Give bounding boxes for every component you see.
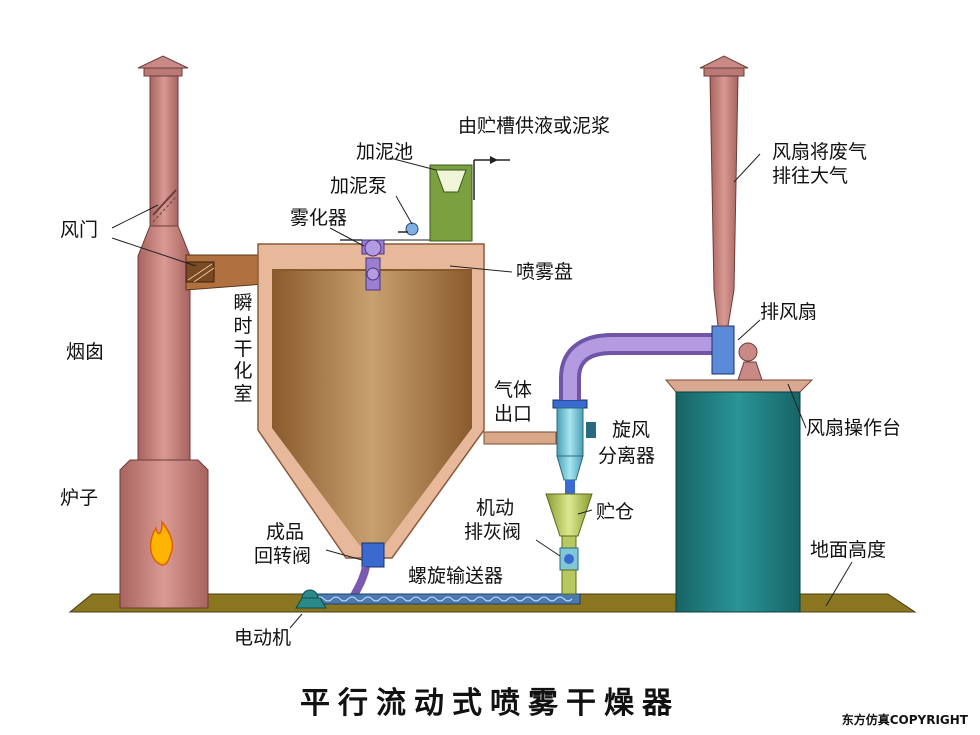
ash-valve-label-1: 机动 [476, 497, 515, 519]
mud-pump [384, 222, 430, 241]
fan-exhaust-label-2: 排往大气 [772, 165, 849, 187]
product-valve-label-1: 成品 [266, 521, 305, 543]
ash-discharge-valve [559, 547, 579, 595]
product-valve-label-2: 回转阀 [254, 545, 312, 567]
drying-chamber [257, 243, 485, 559]
cyclone-label-1: 旋风 [612, 419, 651, 441]
leader-lines [111, 153, 853, 629]
cyclone-separator [552, 399, 596, 494]
cyclone-label-2: 分离器 [598, 445, 656, 467]
screw-conveyor [311, 593, 581, 605]
drying-chamber-label: 瞬时干化室 [233, 292, 253, 406]
gas-outlet-label-1: 气体 [494, 379, 533, 401]
copyright-text: 东方仿真COPYRIGHT [841, 713, 968, 727]
electric-motor [295, 589, 327, 609]
fire-icon [149, 519, 174, 566]
page-title: 平行流动式喷雾干燥器 [300, 686, 680, 721]
spray-disc-label: 喷雾盘 [516, 261, 574, 283]
gas-outlet-duct [483, 431, 557, 445]
motor-label: 电动机 [234, 627, 292, 649]
mud-tank [429, 156, 510, 242]
exhaust-pipe [559, 333, 722, 400]
atomizer [340, 239, 385, 291]
exhaust-fan [711, 325, 763, 381]
storage-hopper [545, 493, 593, 549]
chimney [137, 55, 191, 461]
exhaust-stack [699, 55, 749, 327]
ground-level-label: 地面高度 [810, 539, 887, 561]
damper-label: 风门 [60, 219, 99, 241]
fan-exhaust-label-1: 风扇将废气 [772, 141, 868, 163]
fan-platform-label: 风扇操作台 [806, 417, 902, 439]
mud-pump-label: 加泥泵 [330, 175, 388, 197]
supply-label: 由贮槽供液或泥浆 [458, 115, 611, 137]
atomizer-label: 雾化器 [290, 207, 348, 229]
fan-platform [664, 379, 814, 613]
exhaust-fan-label: 排风扇 [760, 301, 818, 323]
gas-outlet-label-2: 出口 [494, 403, 533, 425]
furnace [119, 459, 209, 609]
hopper-label: 贮仓 [596, 501, 635, 523]
furnace-label: 炉子 [60, 487, 99, 509]
screw-conveyor-label: 螺旋输送器 [408, 565, 504, 587]
ash-valve-label-2: 排灰阀 [464, 521, 522, 543]
chimney-label: 烟囱 [66, 341, 105, 363]
mud-tank-label: 加泥池 [356, 141, 414, 163]
